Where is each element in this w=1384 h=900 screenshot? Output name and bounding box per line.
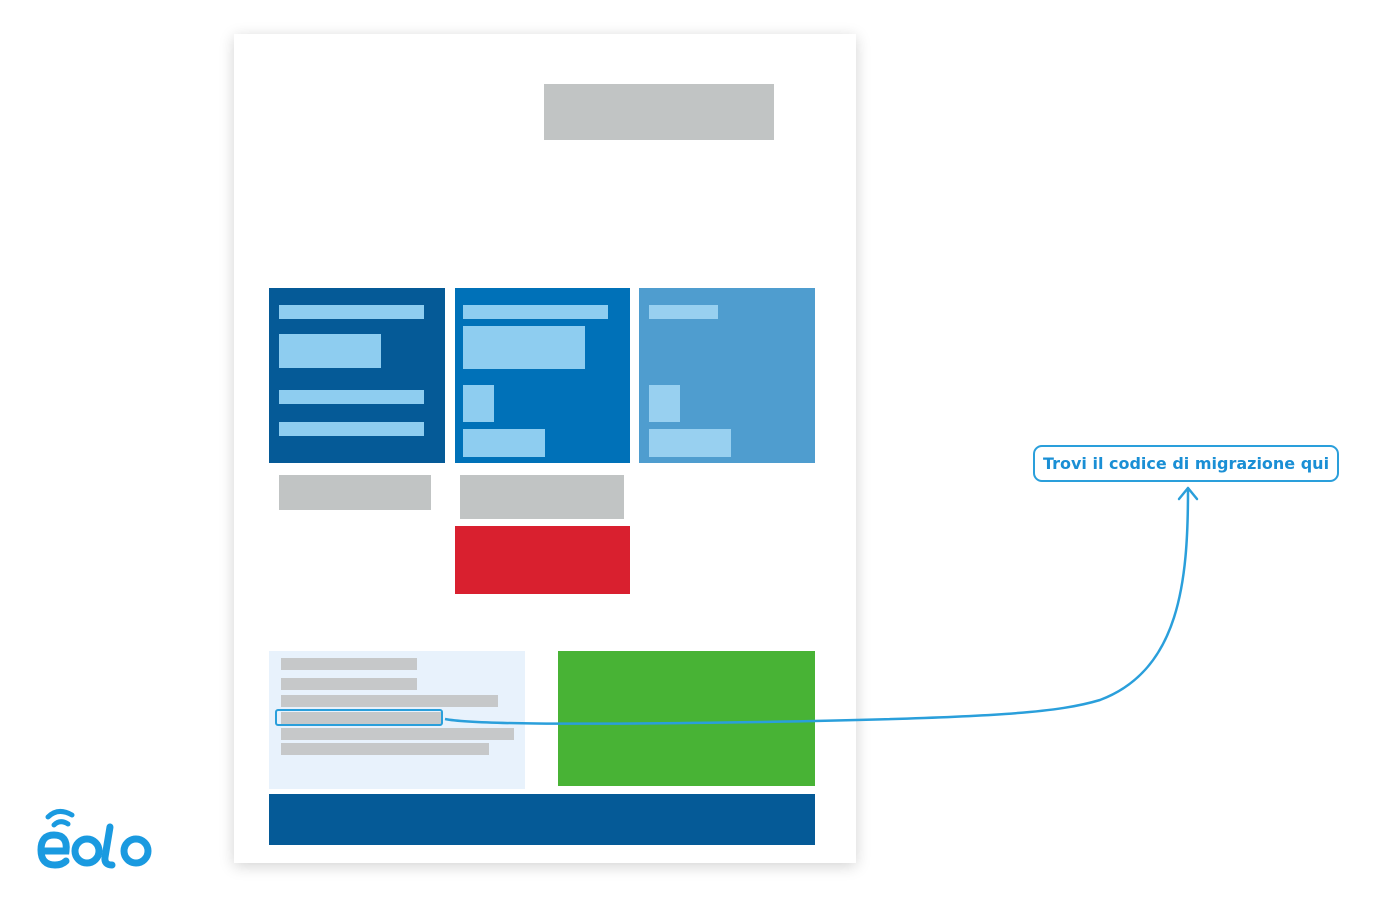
summary-box-dark (269, 288, 445, 463)
customer-info-panel (269, 651, 525, 789)
text-placeholder (463, 305, 608, 319)
text-placeholder (279, 305, 424, 319)
callout-text: Trovi il codice di migrazione qui (1042, 454, 1330, 473)
summary-box-light (639, 288, 815, 463)
eolo-logo (37, 809, 152, 869)
text-placeholder (463, 429, 545, 457)
text-line (281, 658, 417, 670)
text-line (281, 678, 417, 690)
text-placeholder (649, 385, 680, 422)
text-placeholder (463, 385, 494, 422)
amount-due-block (455, 526, 630, 594)
footer-bar (269, 794, 815, 845)
text-placeholder (649, 305, 718, 319)
label-placeholder (279, 475, 431, 510)
text-line (281, 728, 514, 740)
payment-info-block (558, 651, 815, 786)
text-placeholder (463, 326, 585, 369)
migration-code-callout: Trovi il codice di migrazione qui (1033, 445, 1339, 482)
summary-box-mid (455, 288, 630, 463)
text-line (281, 695, 498, 707)
text-line (281, 743, 489, 755)
label-placeholder (460, 475, 624, 519)
text-placeholder (649, 429, 731, 457)
migration-code-highlight (275, 709, 443, 726)
header-placeholder (544, 84, 774, 140)
migration-code-line (281, 712, 441, 724)
text-placeholder (279, 334, 381, 368)
text-placeholder (279, 390, 424, 404)
text-placeholder (279, 422, 424, 436)
bill-document (234, 34, 856, 863)
